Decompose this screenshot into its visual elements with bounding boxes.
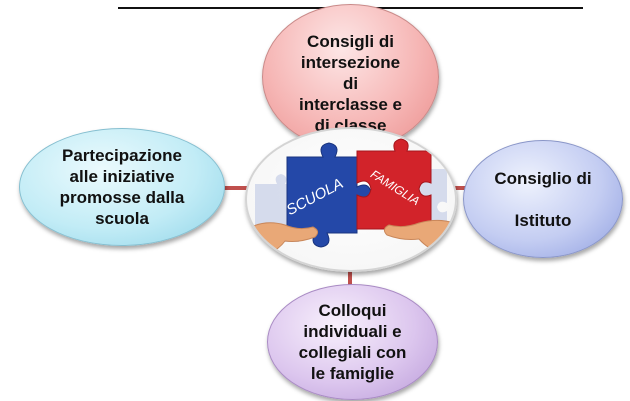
node-top-label: Consigli di intersezione di interclasse … (298, 31, 402, 135)
node-center-scuola-famiglia: SCUOLA FAMIGLIA (245, 127, 457, 272)
node-bottom-label: Colloqui individuali e collegiali con le… (298, 301, 407, 383)
hand-left-icon (247, 222, 319, 262)
puzzle-piece-red-icon (356, 138, 432, 230)
connector-right (452, 186, 466, 190)
node-right-label: Consiglio di Istituto (494, 168, 592, 230)
node-consiglio-istituto: Consiglio di Istituto (463, 140, 623, 258)
connector-left (222, 186, 248, 190)
hand-right-icon (383, 219, 455, 259)
puzzle-illustration: SCUOLA FAMIGLIA (247, 138, 455, 262)
node-colloqui-famiglie: Colloqui individuali e collegiali con le… (267, 284, 438, 400)
node-left-label: Partecipazione alle iniziative promosse … (59, 146, 185, 228)
node-partecipazione-iniziative: Partecipazione alle iniziative promosse … (19, 128, 225, 246)
connector-bottom (348, 268, 352, 286)
